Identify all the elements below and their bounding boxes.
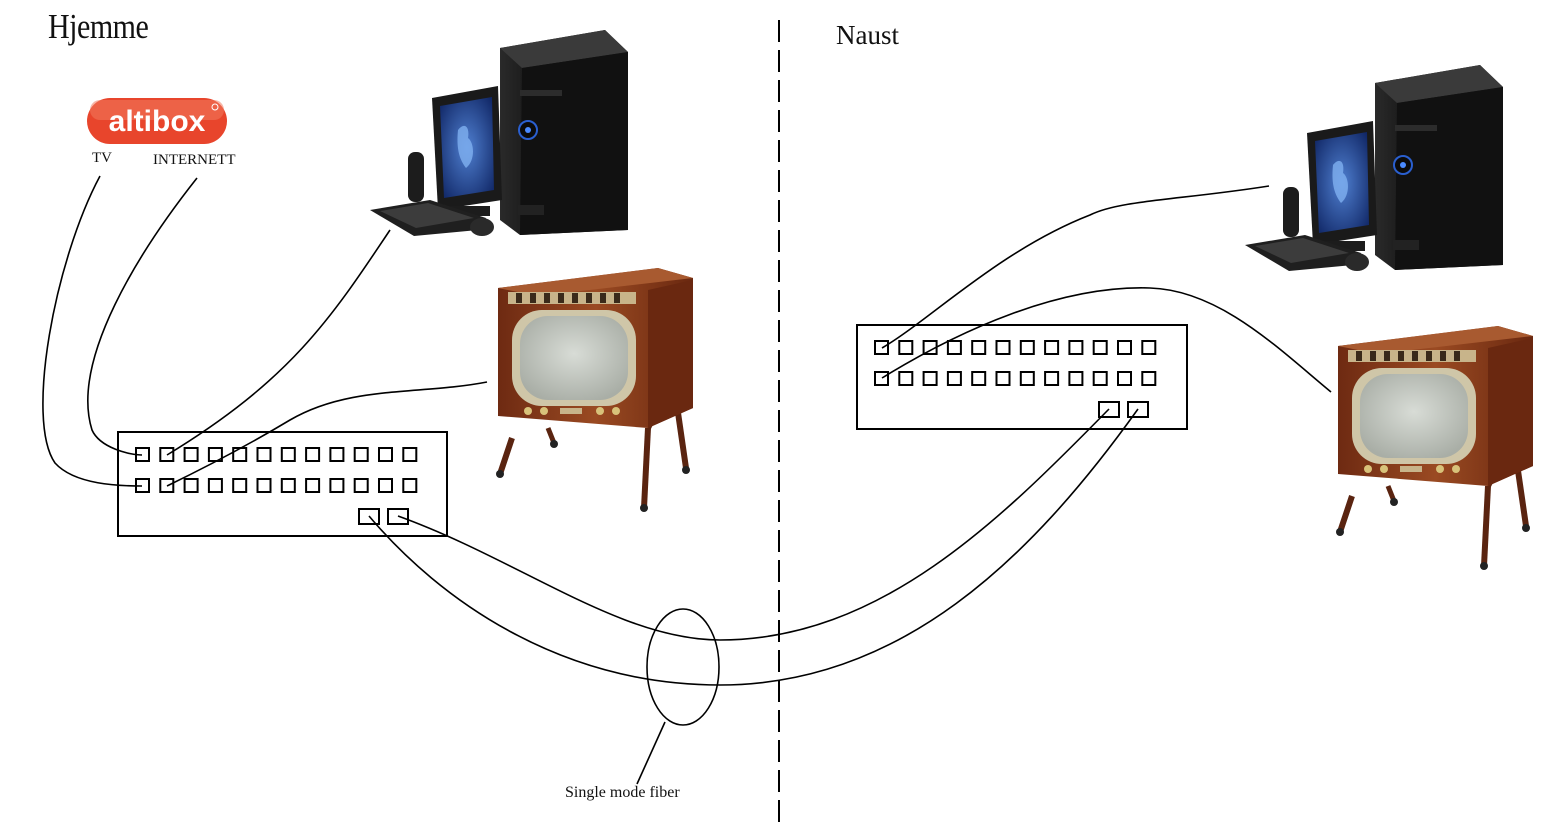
switch-port bbox=[1141, 371, 1157, 386]
switch-port bbox=[1019, 371, 1035, 386]
switch-port bbox=[898, 371, 914, 386]
fiber-cable-2 bbox=[368, 408, 1139, 686]
switch-port bbox=[971, 371, 987, 386]
switch-port bbox=[256, 478, 272, 493]
switch-port bbox=[329, 447, 345, 462]
left-switch bbox=[117, 431, 448, 537]
left-computer-icon bbox=[369, 29, 629, 237]
switch-port bbox=[353, 447, 369, 462]
switch-port bbox=[1117, 371, 1132, 386]
fiber-pointer-line bbox=[636, 721, 666, 785]
right-switch bbox=[856, 324, 1188, 430]
switch-port bbox=[402, 447, 418, 462]
switch-port bbox=[898, 340, 914, 355]
switch-port bbox=[1044, 340, 1060, 355]
switch-port bbox=[183, 478, 199, 493]
switch-port bbox=[874, 340, 889, 355]
cable-left-tv bbox=[166, 381, 488, 487]
cable-right-pc bbox=[881, 185, 1270, 349]
switch-port bbox=[995, 371, 1011, 386]
switch-port bbox=[305, 447, 321, 462]
svg-text:altibox: altibox bbox=[109, 105, 206, 138]
cables bbox=[42, 175, 1332, 785]
location-title-boathouse: Naust bbox=[836, 20, 899, 50]
cable-tv bbox=[42, 175, 143, 487]
switch-port bbox=[256, 447, 272, 462]
label-internet: INTERNETT bbox=[153, 152, 236, 168]
switch-port bbox=[1092, 371, 1108, 386]
switch-port bbox=[922, 371, 938, 386]
label-tv: TV bbox=[92, 150, 112, 166]
cable-internet bbox=[87, 177, 198, 456]
right-computer-icon bbox=[1244, 64, 1504, 272]
switch-port bbox=[280, 478, 296, 493]
switch-port bbox=[971, 340, 987, 355]
switch-port bbox=[232, 478, 248, 493]
switch-port bbox=[946, 340, 962, 355]
switch-port bbox=[995, 340, 1011, 355]
right-switch-ports bbox=[874, 340, 1157, 418]
switch-port bbox=[305, 478, 321, 493]
fiber-highlight-ellipse bbox=[646, 608, 720, 726]
switch-port bbox=[1117, 340, 1132, 355]
label-fiber: Single mode fiber bbox=[565, 784, 680, 801]
switch-port bbox=[329, 478, 345, 493]
switch-port bbox=[1019, 340, 1035, 355]
switch-port bbox=[1092, 340, 1108, 355]
switch-port bbox=[280, 447, 296, 462]
switch-port bbox=[1068, 371, 1084, 386]
switch-port bbox=[378, 447, 393, 462]
switch-port bbox=[353, 478, 369, 493]
left-tv-icon bbox=[496, 268, 693, 512]
switch-port bbox=[183, 447, 199, 462]
fiber-cable-1 bbox=[397, 408, 1110, 641]
switch-port bbox=[946, 371, 962, 386]
cable-right-tv bbox=[881, 287, 1332, 393]
switch-port bbox=[402, 478, 418, 493]
switch-port bbox=[378, 478, 393, 493]
left-switch-ports bbox=[135, 447, 418, 525]
cable-left-pc bbox=[166, 229, 391, 456]
switch-port bbox=[1141, 340, 1157, 355]
location-title-home: Hjemme bbox=[48, 8, 149, 46]
right-tv-icon bbox=[1336, 326, 1533, 570]
switch-port bbox=[874, 371, 889, 386]
switch-port bbox=[1068, 340, 1084, 355]
switch-port bbox=[207, 478, 223, 493]
altibox-logo: altibox bbox=[87, 98, 227, 144]
switch-port bbox=[232, 447, 248, 462]
switch-port bbox=[1044, 371, 1060, 386]
